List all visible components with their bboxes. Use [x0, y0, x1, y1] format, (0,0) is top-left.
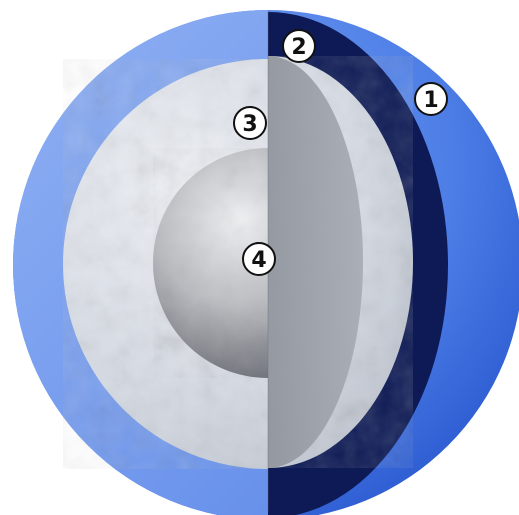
- marker-4-label: 4: [251, 248, 266, 273]
- marker-1: 1: [415, 83, 447, 115]
- marker-4: 4: [243, 243, 275, 275]
- marker-3-label: 3: [242, 112, 257, 137]
- marker-1-label: 1: [423, 88, 438, 113]
- marker-3: 3: [234, 107, 266, 139]
- marker-2-label: 2: [291, 35, 306, 60]
- marker-2: 2: [283, 30, 315, 62]
